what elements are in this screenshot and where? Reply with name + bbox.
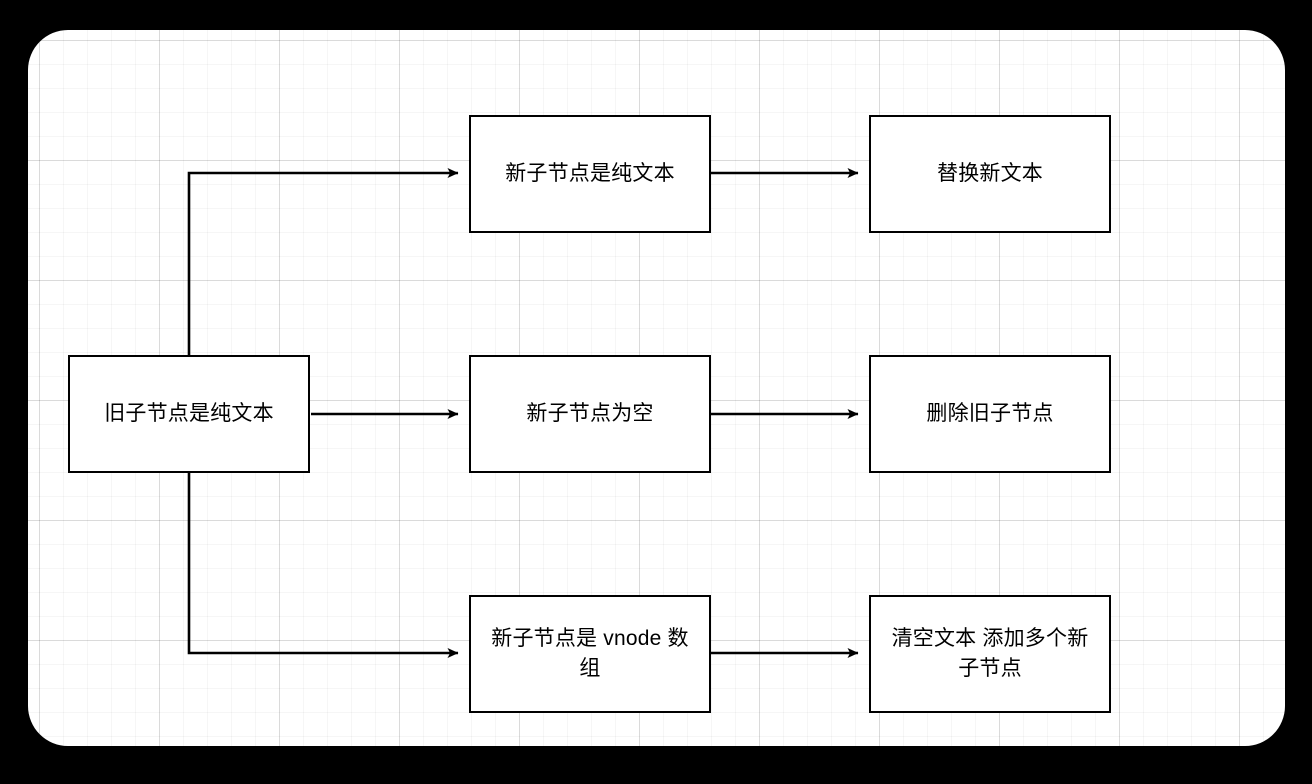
node-remove-old[interactable]: 删除旧子节点 (869, 355, 1111, 473)
node-new-vnode-label: 新子节点是 vnode 数组 (491, 626, 689, 680)
node-new-text[interactable]: 新子节点是纯文本 (469, 115, 711, 233)
node-new-empty-label: 新子节点为空 (526, 401, 654, 425)
node-remove-old-label: 删除旧子节点 (926, 401, 1054, 425)
node-clear-add[interactable]: 清空文本 添加多个新子节点 (869, 595, 1111, 713)
node-new-text-label: 新子节点是纯文本 (505, 161, 675, 185)
node-clear-add-label: 清空文本 添加多个新子节点 (891, 626, 1089, 680)
node-replace-text[interactable]: 替换新文本 (869, 115, 1111, 233)
node-old-text[interactable]: 旧子节点是纯文本 (68, 355, 310, 473)
node-new-empty[interactable]: 新子节点为空 (469, 355, 711, 473)
node-new-vnode[interactable]: 新子节点是 vnode 数组 (469, 595, 711, 713)
node-old-text-label: 旧子节点是纯文本 (104, 401, 274, 425)
node-replace-text-label: 替换新文本 (937, 161, 1043, 185)
